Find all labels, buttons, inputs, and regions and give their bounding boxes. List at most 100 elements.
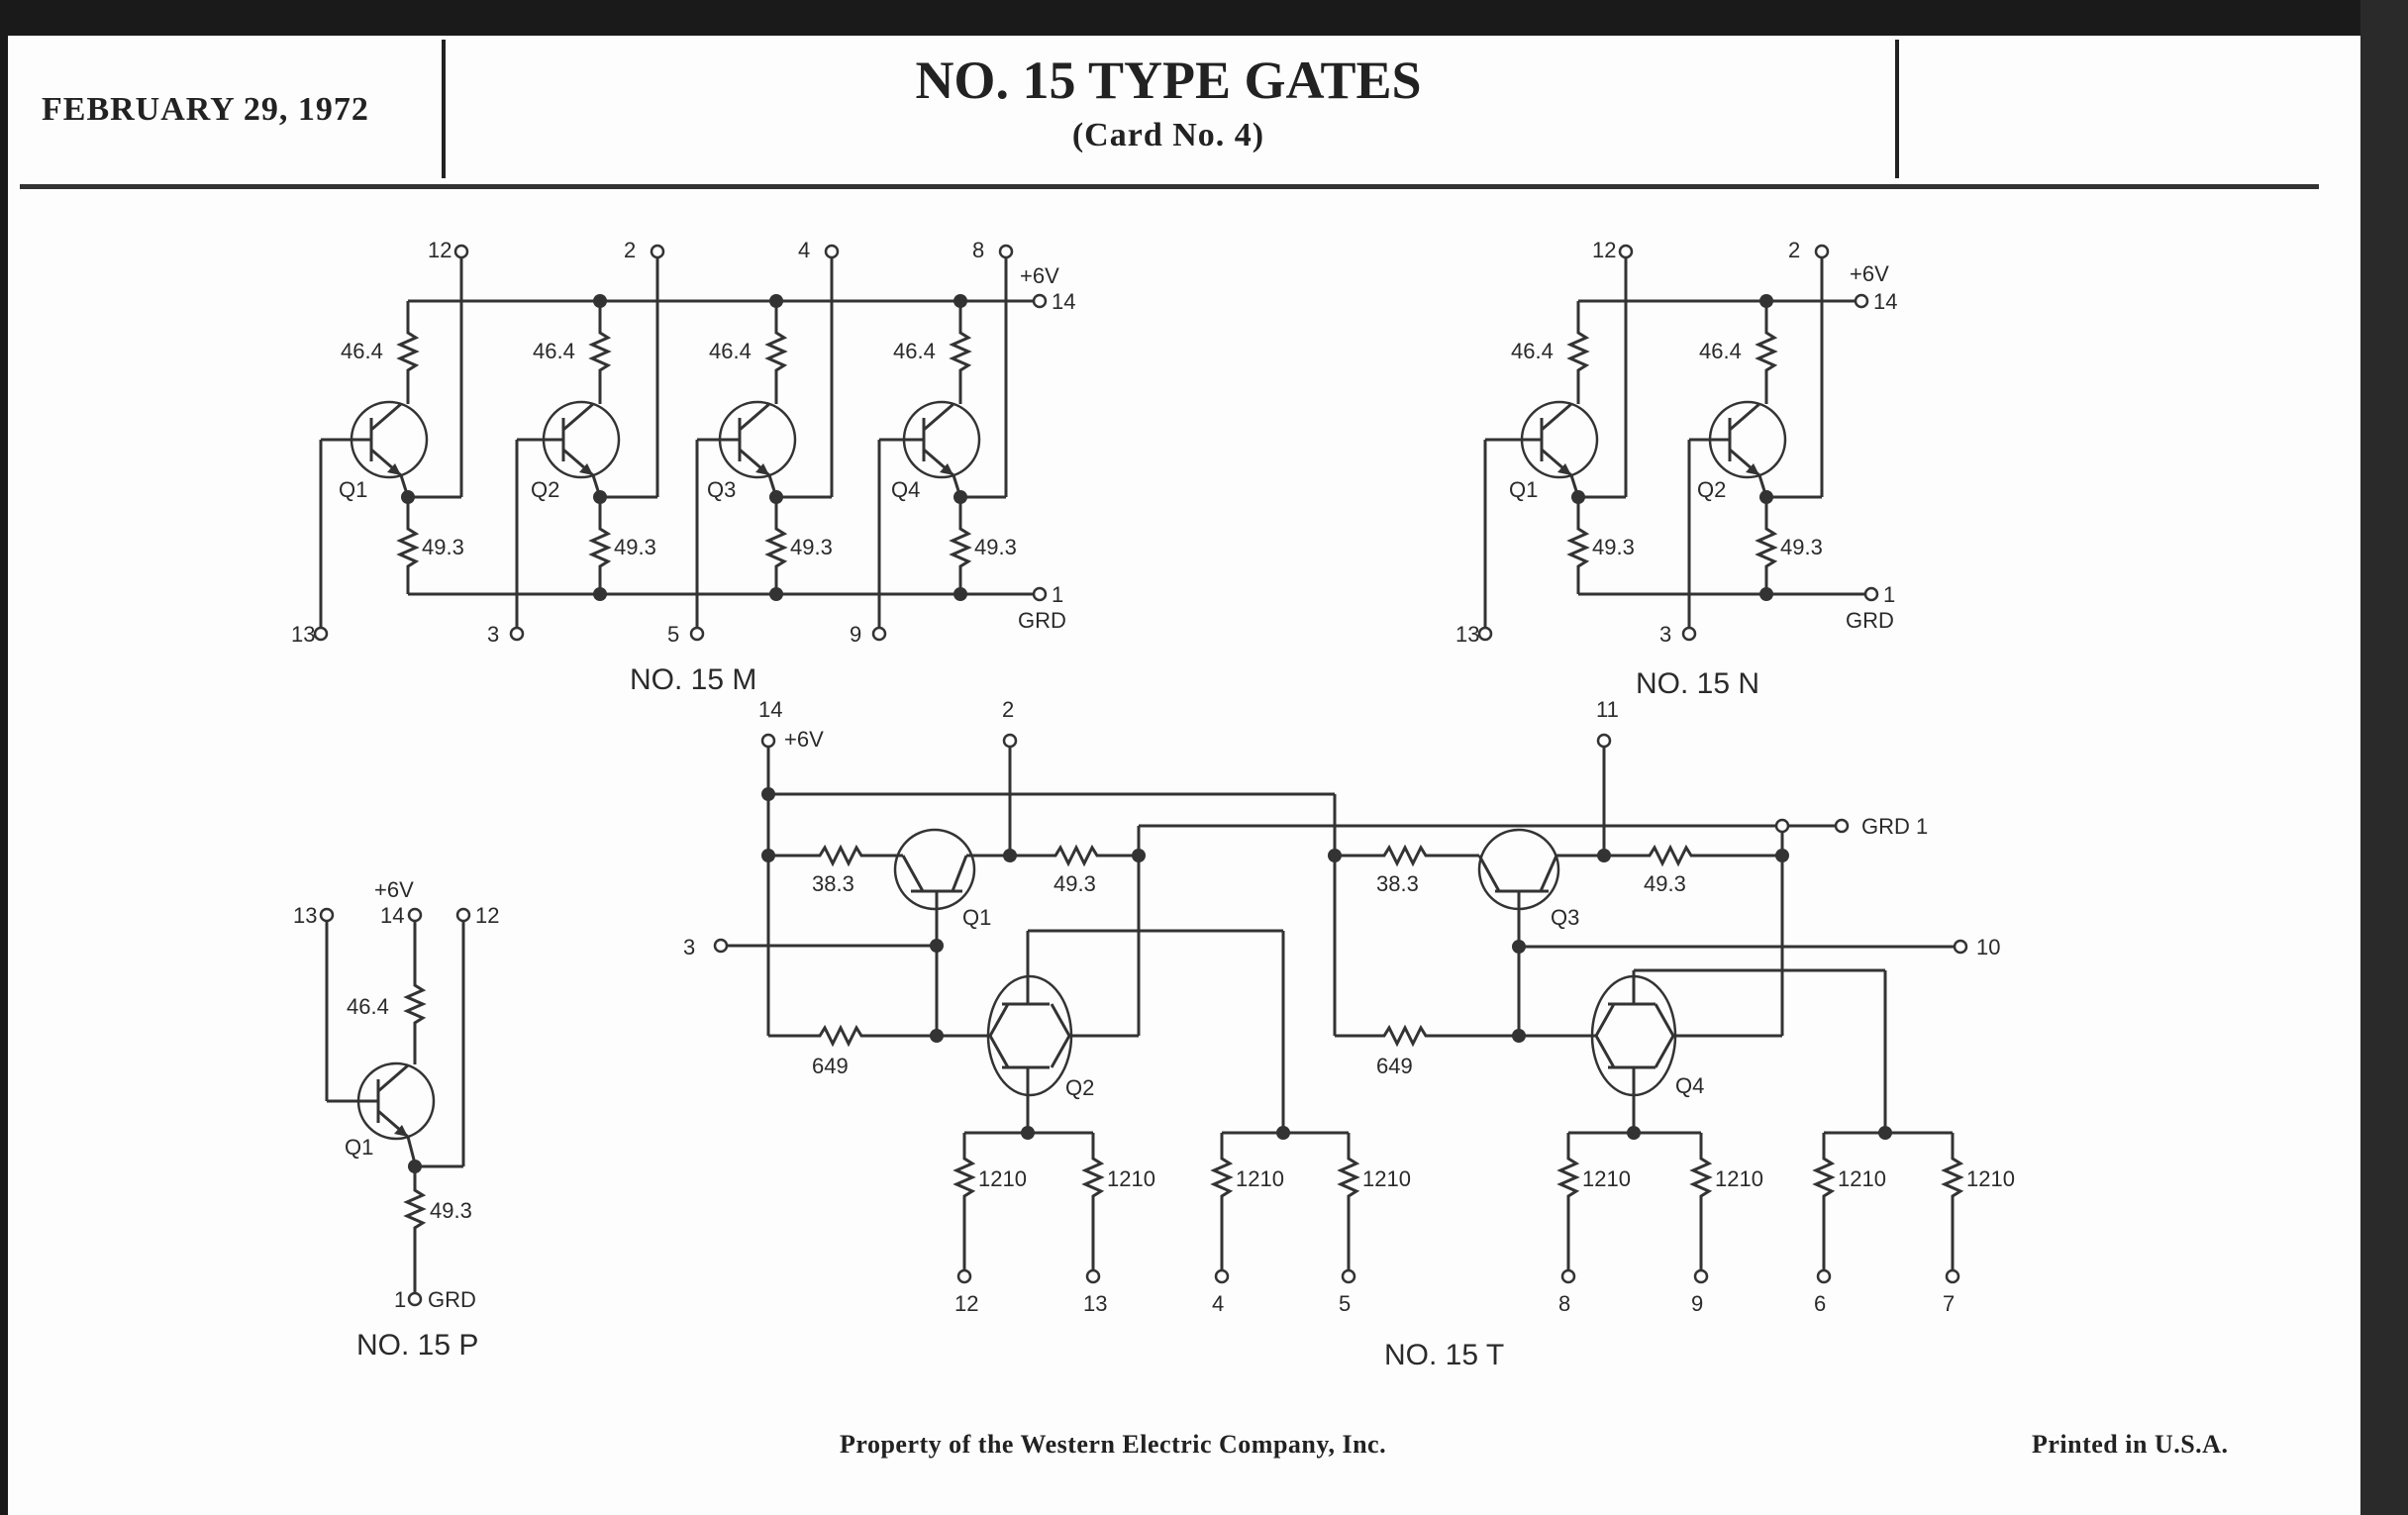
t-q4: Q4: [1675, 1073, 1704, 1098]
p-supply-pin: 14: [380, 903, 404, 928]
load-pin-label: 5: [1339, 1291, 1351, 1316]
t-r2: 49.3: [1054, 871, 1096, 896]
terminal-1: [1032, 586, 1048, 602]
terminal-14: [1854, 293, 1869, 309]
n-ground-label: GRD: [1846, 608, 1894, 633]
r-bottom-label: 49.3: [1780, 535, 1823, 559]
load-pin-label: 7: [1943, 1291, 1955, 1316]
transistor-label: Q1: [339, 477, 367, 502]
terminal-13: [1477, 626, 1493, 642]
r-bottom-label: 49.3: [974, 535, 1017, 559]
terminal-10: [1953, 939, 1968, 955]
resistor-38-3: [810, 846, 873, 865]
m-caption: NO. 15 M: [630, 663, 756, 696]
output-pin-label: 12: [428, 238, 452, 262]
p-ground-label: GRD: [428, 1287, 476, 1312]
header-divider-left: [442, 40, 446, 178]
header-rule: [20, 184, 2319, 189]
terminal-2: [1814, 244, 1830, 259]
r-bottom-label: 49.3: [614, 535, 656, 559]
terminal-3: [1681, 626, 1697, 642]
resistor-r-top: [590, 321, 610, 384]
resistor-r-top: [405, 973, 425, 1037]
load-resistor-label: 1210: [978, 1166, 1027, 1191]
output-pin-label: 4: [798, 238, 810, 262]
r-top-label: 46.4: [709, 339, 752, 363]
r-top-label: 46.4: [893, 339, 936, 363]
t-r1: 38.3: [812, 871, 854, 896]
load-resistor-label: 1210: [1362, 1166, 1411, 1191]
transistor-q4: [898, 400, 981, 479]
terminal-14: [407, 907, 423, 923]
load-resistor-label: 1210: [1715, 1166, 1763, 1191]
load-resistor-label: 1210: [1966, 1166, 2015, 1191]
transistor-label: Q4: [891, 477, 920, 502]
r-bottom-label: 49.3: [790, 535, 833, 559]
n-ground-pin: 1: [1883, 582, 1895, 607]
t-supply-pin: 14: [758, 697, 782, 722]
circuit-15m: 46.449.3Q1121346.449.3Q22346.449.3Q34546…: [291, 238, 1048, 647]
terminal-4: [824, 244, 840, 259]
output-pin-label: 8: [972, 238, 984, 262]
load-resistor-label: 1210: [1236, 1166, 1284, 1191]
load-pin-label: 4: [1212, 1291, 1224, 1316]
r-top-label: 46.4: [1699, 339, 1742, 363]
terminal-13: [313, 626, 329, 642]
circuit-card: [8, 36, 2360, 1515]
circuit-15t: 1210121210131210412105121081210912106121…: [713, 733, 2015, 1316]
resistor-1210: [1943, 1147, 1962, 1210]
p-output-pin: 12: [475, 903, 499, 928]
t-pin11: 11: [1596, 697, 1619, 722]
output-pin-label: 2: [624, 238, 636, 262]
resistor-1210: [954, 1147, 974, 1210]
r-bottom-label: 49.3: [422, 535, 464, 559]
t-r3: 649: [812, 1054, 849, 1078]
r-top-label: 46.4: [1511, 339, 1554, 363]
resistor-r-bottom: [398, 517, 418, 580]
p-caption: NO. 15 P: [356, 1329, 478, 1362]
t-r4: 38.3: [1376, 871, 1419, 896]
t-q1: Q1: [962, 905, 991, 930]
resistor-1210: [1691, 1147, 1711, 1210]
p-input-pin: 13: [293, 903, 317, 928]
terminal-11: [1596, 733, 1612, 749]
t-q2: Q2: [1065, 1075, 1094, 1100]
resistor-r-top: [1756, 321, 1776, 384]
resistor-r-top: [951, 321, 970, 384]
r-top-label: 46.4: [533, 339, 575, 363]
resistor-r-bottom: [590, 517, 610, 580]
n-supply-label: +6V: [1850, 261, 1889, 286]
t-r6: 649: [1376, 1054, 1413, 1078]
p-ground-pin: 1: [394, 1287, 406, 1312]
resistor-1210: [1212, 1147, 1232, 1210]
resistor-r-top: [398, 321, 418, 384]
p-transistor-label: Q1: [345, 1135, 373, 1160]
t-supply-label: +6V: [784, 727, 824, 752]
terminal-12: [453, 244, 469, 259]
terminal-2: [1002, 733, 1018, 749]
terminal-9: [871, 626, 887, 642]
load-pin-label: 6: [1814, 1291, 1826, 1316]
terminal-4: [1214, 1268, 1230, 1284]
t-r5: 49.3: [1644, 871, 1686, 896]
transistor-q1: [1516, 400, 1599, 479]
terminal-7: [1945, 1268, 1960, 1284]
p-supply-label: +6V: [374, 877, 414, 902]
transistor-q1: [893, 828, 976, 1034]
terminal-14: [1032, 293, 1048, 309]
resistor-r-top: [766, 321, 786, 384]
terminal-9: [1693, 1268, 1709, 1284]
transistor-q3: [714, 400, 797, 479]
terminal-5: [1341, 1268, 1356, 1284]
input-pin-label: 9: [850, 622, 861, 647]
terminal-13: [1085, 1268, 1101, 1284]
m-stage: 46.4 49.3 Q4 8 9: [850, 238, 1017, 647]
n-supply-pin: 14: [1873, 289, 1897, 314]
terminal-5: [689, 626, 705, 642]
transistor-q4: [1590, 970, 1677, 1133]
n-caption: NO. 15 N: [1636, 667, 1759, 700]
